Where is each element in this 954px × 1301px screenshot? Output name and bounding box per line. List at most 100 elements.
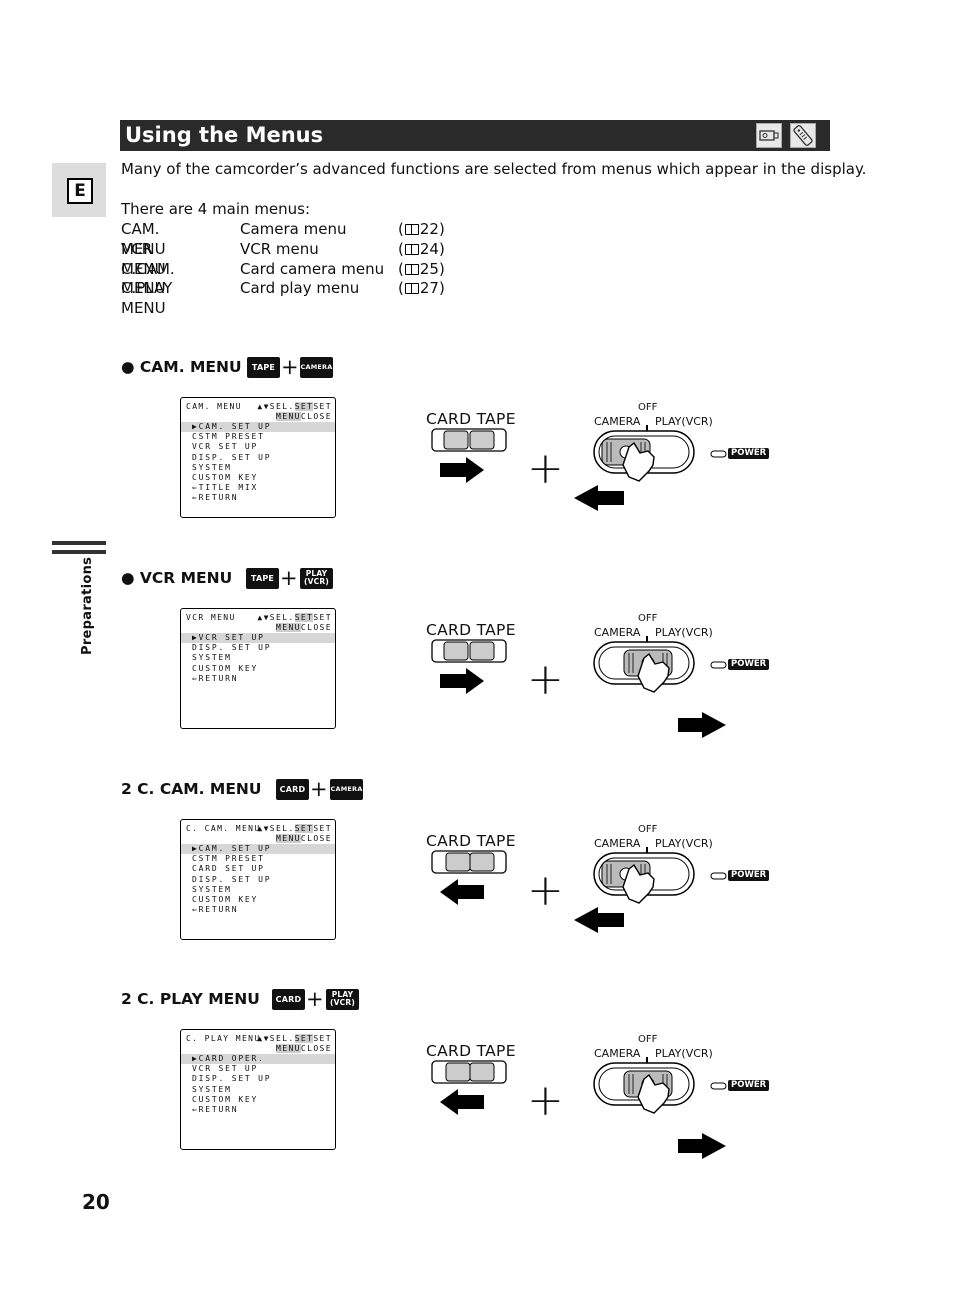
card-label: CARD — [426, 832, 472, 850]
plus-sign: + — [527, 443, 564, 494]
menu-screen: C. CAM. MENU ▲▼SEL.SETSET MENUCLOSE ▶CAM… — [180, 819, 336, 940]
book-icon — [404, 243, 419, 255]
power-lamp-icon — [710, 661, 727, 669]
ref-page: 27) — [419, 279, 445, 298]
key-label: ▲▼SEL. — [257, 1034, 295, 1043]
power-dial-icon — [574, 847, 695, 933]
page-reference: (25) — [398, 260, 445, 280]
key-label: ▲▼SEL. — [257, 402, 295, 411]
menu-name: CAM. MENU — [121, 220, 166, 258]
screen-keys: ▲▼SEL.SETSET MENUCLOSE — [257, 824, 332, 844]
page-reference: (22) — [398, 220, 445, 240]
mode-badge: TAPE — [247, 357, 280, 378]
ref-page: 24) — [419, 239, 445, 258]
key-label: MENU — [276, 1044, 301, 1054]
screen-menu-item: CUSTOM KEY — [192, 1094, 259, 1104]
card-tape-switch-icon — [431, 428, 507, 483]
off-label: OFF — [638, 613, 658, 624]
screen-title: CAM. MENU — [186, 402, 242, 411]
screen-menu-item: ⇐RETURN — [192, 673, 239, 683]
key-label: SET — [313, 402, 332, 411]
play-vcr-label: PLAY(VCR) — [655, 1047, 713, 1060]
card-label: CARD — [426, 1042, 472, 1060]
key-label: MENU — [276, 412, 301, 422]
power-lamp-icon — [710, 450, 727, 458]
key-label: CLOSE — [300, 834, 332, 844]
key-label: MENU — [276, 834, 301, 844]
key-label: SET — [294, 613, 314, 622]
tape-label: TAPE — [476, 1042, 516, 1060]
key-label: ▲▼SEL. — [257, 613, 295, 622]
key-label: MENU — [276, 623, 301, 633]
key-label: CLOSE — [300, 623, 332, 633]
screen-menu-item: DISP. SET UP — [192, 874, 272, 884]
card-tape-switch-icon — [431, 639, 507, 694]
power-lamp-icon — [710, 872, 727, 880]
power-lamp-icon — [710, 1082, 727, 1090]
screen-menu-item: ▶CAM. SET UP — [181, 422, 335, 433]
key-label: ▲▼SEL. — [257, 824, 295, 833]
screen-title: C. PLAY MENU — [186, 1034, 261, 1043]
title-bar: Using the Menus — [120, 120, 830, 151]
dial-badge: PLAY (VCR) — [326, 989, 359, 1010]
screen-menu-item: DISP. SET UP — [192, 643, 272, 653]
plus-sign: + — [306, 987, 324, 1011]
menu-description: VCR menu — [240, 239, 319, 258]
screen-menu-item: ⇐RETURN — [192, 493, 239, 503]
book-icon — [404, 263, 419, 275]
key-label: SET — [294, 402, 314, 411]
dial-badge: PLAY (VCR) — [300, 568, 333, 589]
card-label: CARD — [426, 621, 472, 639]
language-tab: E — [52, 163, 106, 217]
section-heading: ● CAM. MENU — [121, 358, 242, 376]
key-label: SET — [294, 1034, 314, 1043]
ref-page: 22) — [419, 220, 445, 238]
power-label: POWER — [728, 448, 770, 459]
menu-name: VCR MENU — [121, 239, 166, 278]
screen-title: C. CAM. MENU — [186, 824, 261, 833]
menu-description: Card camera menu — [240, 259, 385, 278]
ref-open: ( — [398, 259, 404, 278]
menu-description: Card play menu — [240, 279, 360, 298]
plus-sign: + — [310, 777, 328, 801]
dial-badge: CAMERA — [300, 357, 333, 378]
power-dial-icon — [593, 1057, 726, 1159]
page-title: Using the Menus — [125, 123, 324, 147]
mode-badge: CARD — [276, 779, 309, 800]
tape-label: TAPE — [476, 410, 516, 428]
play-vcr-label: PLAY(VCR) — [655, 415, 713, 428]
key-label: CLOSE — [300, 412, 332, 422]
intro-text: Many of the camcorder’s advanced functio… — [121, 160, 867, 178]
play-vcr-label: PLAY(VCR) — [655, 626, 713, 639]
screen-menu-item: SYSTEM — [192, 1084, 232, 1094]
side-rule — [52, 541, 106, 545]
card-tape-label: CARD TAPE — [426, 621, 516, 639]
screen-menu-item: ⇐RETURN — [192, 905, 239, 915]
power-dial-icon — [574, 425, 695, 511]
play-vcr-label: PLAY(VCR) — [655, 837, 713, 850]
section-heading: ● VCR MENU — [121, 569, 233, 587]
screen-menu-item: SYSTEM — [192, 884, 232, 894]
key-label: CLOSE — [300, 1044, 332, 1054]
mode-badge: CARD — [272, 989, 305, 1010]
page-number: 20 — [82, 1190, 110, 1214]
badge-line: (VCR) — [330, 998, 355, 1007]
side-rule — [52, 550, 106, 554]
ref-open: ( — [398, 239, 404, 258]
power-label: POWER — [728, 870, 770, 881]
screen-menu-item: VCR SET UP — [192, 1064, 259, 1074]
camera-mode-icon — [756, 123, 782, 148]
screen-menu-item: CSTM PRESET — [192, 432, 265, 442]
camera-label: CAMERA — [594, 626, 641, 639]
power-dial-icon — [593, 636, 726, 738]
screen-menu-item: CUSTOM KEY — [192, 472, 259, 482]
key-label: SET — [294, 824, 314, 833]
card-tape-label: CARD TAPE — [426, 410, 516, 428]
book-icon — [404, 224, 419, 235]
screen-menu-item: ▶CARD OPER. — [181, 1054, 335, 1065]
plus-sign: + — [527, 865, 564, 916]
plus-sign: + — [527, 1075, 564, 1126]
plus-sign: + — [281, 355, 299, 379]
card-tape-switch-icon — [431, 850, 507, 905]
